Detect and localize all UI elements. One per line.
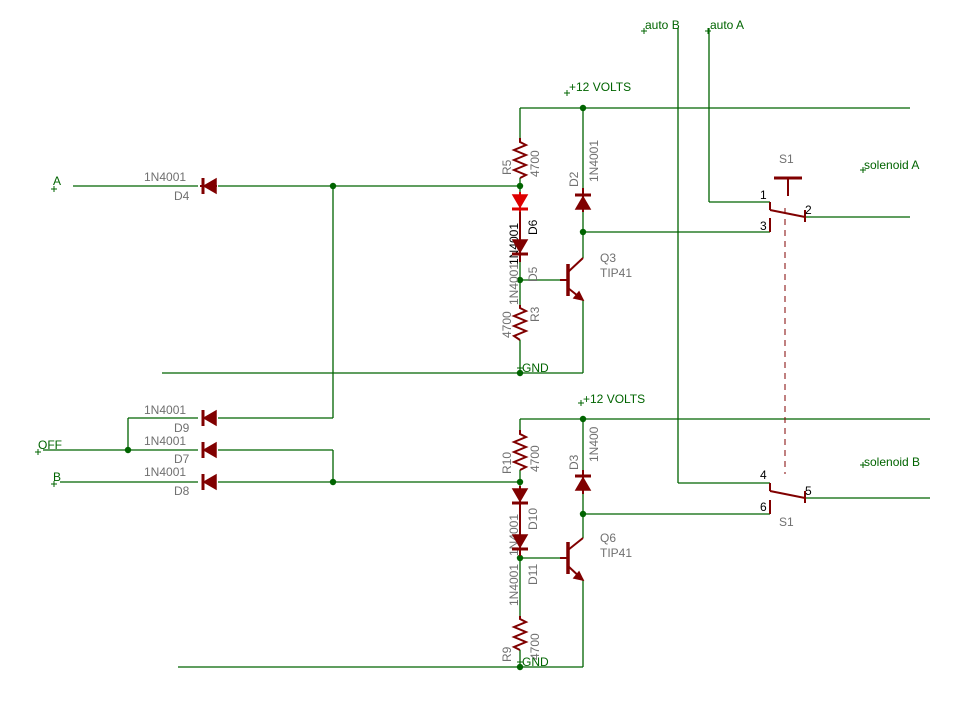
- junctions: [124, 104, 587, 671]
- net-label-gnd-bottom: GND: [522, 655, 549, 669]
- s1-pin-3: 3: [760, 219, 767, 233]
- resistor-r9: R9 4700: [500, 616, 542, 662]
- net-label-auto-a: auto A: [710, 18, 744, 32]
- net-label-12v-top: +12 VOLTS: [569, 80, 631, 94]
- wires-top: [73, 28, 910, 484]
- d4-name: D4: [174, 189, 190, 203]
- d2-name: D2: [567, 171, 581, 187]
- r3-value: 4700: [500, 311, 514, 338]
- wires-bottom: [43, 417, 930, 668]
- diode-d9: 1N4001 D9: [144, 403, 217, 435]
- s1-pin-6: 6: [760, 500, 767, 514]
- diode-d11: 1N4001 D11: [507, 506, 540, 606]
- d4-value: 1N4001: [144, 170, 186, 184]
- d3-value: 1N400: [587, 426, 601, 462]
- d5-value: 1N4001: [507, 263, 521, 305]
- d7-name: D7: [174, 452, 190, 466]
- net-markers: [35, 28, 866, 665]
- r9-value: 4700: [528, 633, 542, 660]
- diode-d2: D2 1N4001: [567, 140, 601, 212]
- d3-name: D3: [567, 454, 581, 470]
- q3-value: TIP41: [600, 266, 632, 280]
- s1-name-top: S1: [779, 152, 794, 166]
- d8-name: D8: [174, 484, 190, 498]
- net-label-solenoid-a: solenoid A: [864, 158, 919, 172]
- d7-value: 1N4001: [144, 434, 186, 448]
- d6-name: D6: [526, 219, 540, 235]
- q6-value: TIP41: [600, 546, 632, 560]
- net-label-off: OFF: [38, 438, 62, 452]
- net-label-a: A: [53, 174, 61, 188]
- resistor-r10: R10 4700: [500, 430, 542, 474]
- r10-value: 4700: [528, 445, 542, 472]
- d8-value: 1N4001: [144, 465, 186, 479]
- diode-d7: 1N4001 D7: [144, 434, 217, 466]
- net-label-gnd-top: GND: [522, 361, 549, 375]
- diode-d10: 1N4001 D10: [507, 486, 540, 556]
- q3-name: Q3: [600, 251, 616, 265]
- diode-d8: 1N4001 D8: [144, 465, 217, 498]
- net-label-b: B: [53, 470, 61, 484]
- d11-name: D11: [526, 564, 540, 585]
- d2-value: 1N4001: [587, 140, 601, 182]
- switch-s1: S1 S1 1 2 3 4 5 6: [760, 152, 812, 529]
- r5-value: 4700: [528, 150, 542, 177]
- d10-name: D10: [526, 508, 540, 530]
- net-label-solenoid-b: solenoid B: [864, 455, 920, 469]
- d11-value: 1N4001: [507, 564, 521, 606]
- resistor-r5: R5 4700: [500, 138, 542, 179]
- s1-name-bottom: S1: [779, 515, 794, 529]
- r10-name: R10: [500, 452, 514, 474]
- s1-pin-1: 1: [760, 188, 767, 202]
- d9-value: 1N4001: [144, 403, 186, 417]
- transistor-q3: Q3 TIP41: [560, 251, 632, 302]
- resistor-r3: 4700 R3: [500, 305, 542, 341]
- s1-pin-2: 2: [805, 203, 812, 217]
- transistor-q6: Q6 TIP41: [560, 531, 632, 582]
- s1-pin-4: 4: [760, 468, 767, 482]
- r3-name: R3: [528, 306, 542, 322]
- net-label-12v-bottom: +12 VOLTS: [583, 392, 645, 406]
- d9-name: D9: [174, 421, 190, 435]
- r9-name: R9: [500, 646, 514, 662]
- diode-d3: D3 1N400: [567, 426, 601, 494]
- diode-d4: 1N4001 D4: [144, 170, 217, 203]
- s1-pin-5: 5: [805, 484, 812, 498]
- r5-name: R5: [500, 159, 514, 175]
- d5-name: D5: [526, 266, 540, 282]
- q6-name: Q6: [600, 531, 616, 545]
- diode-d5: 1N4001 D5: [507, 212, 540, 305]
- net-label-auto-b: auto B: [645, 18, 680, 32]
